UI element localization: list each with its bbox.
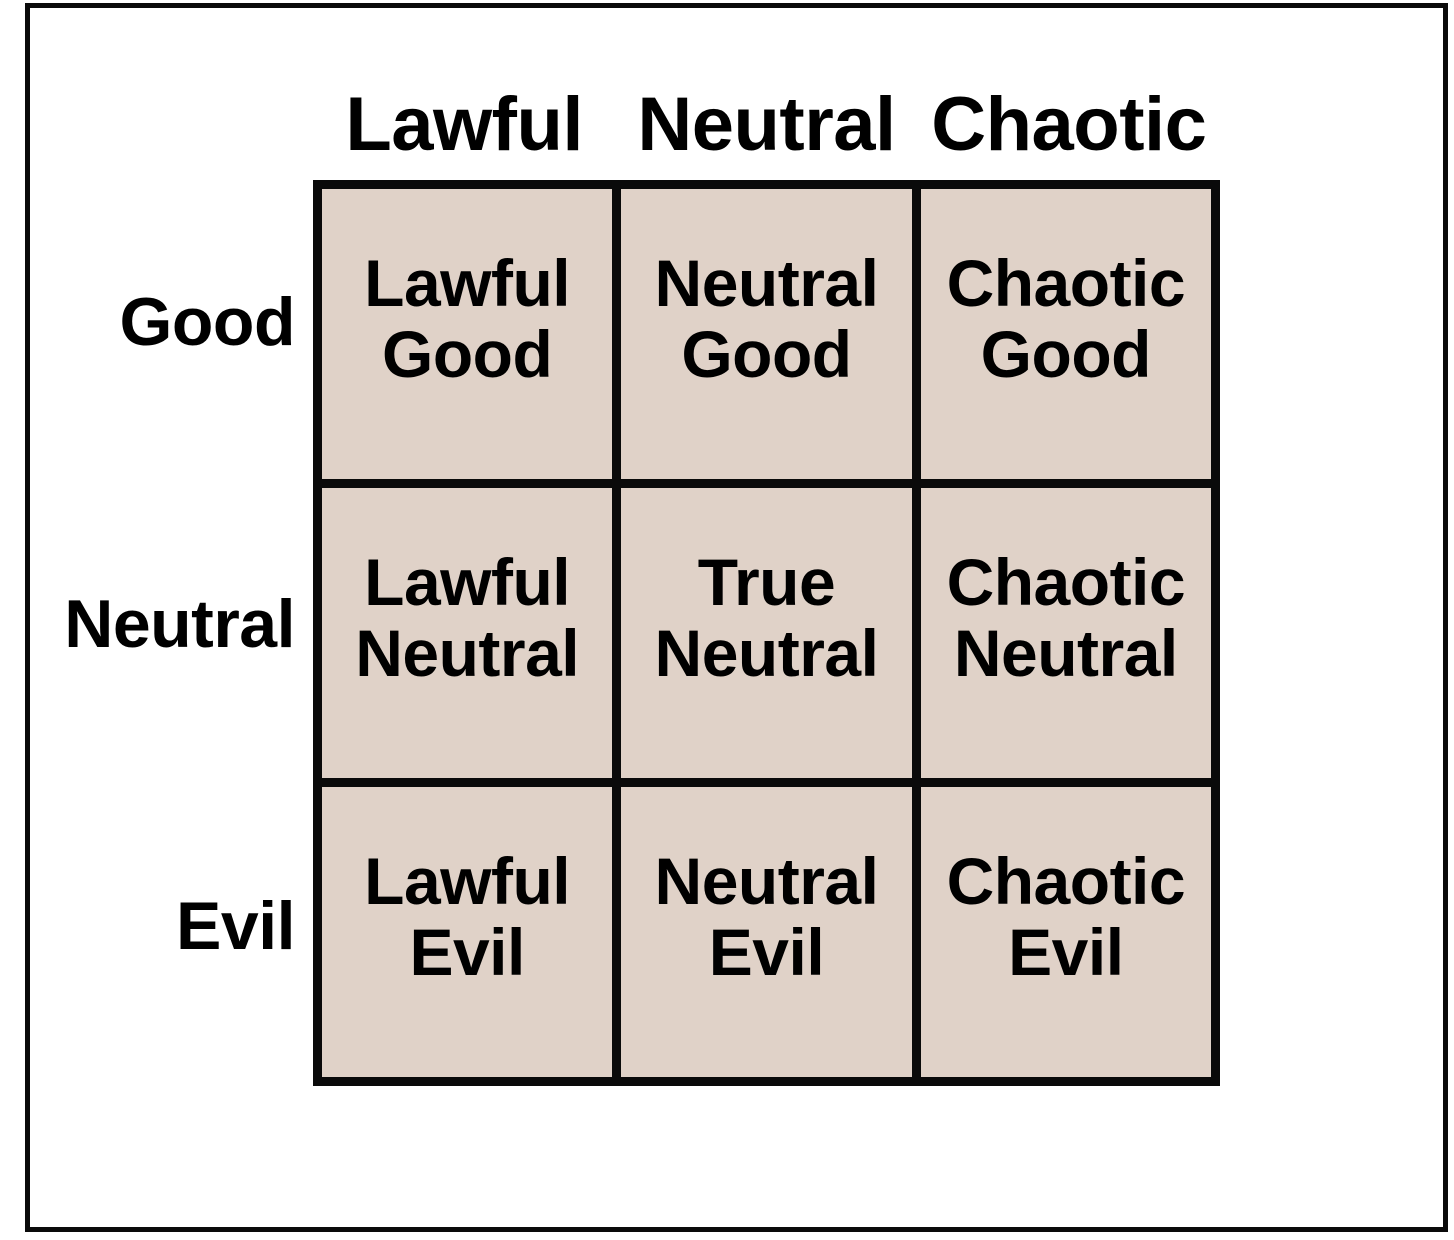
row-header-neutral-label: Neutral (64, 586, 295, 662)
alignment-cell-line-1: Lawful (364, 245, 571, 320)
alignment-cell-line-1: Chaotic (946, 544, 1186, 619)
row-header-good: Good (30, 180, 295, 482)
alignment-cell-line-1: True (697, 544, 836, 619)
alignment-cell-line-2: Evil (1008, 915, 1124, 989)
alignment-cell-line-2: Good (382, 317, 553, 391)
column-header-chaotic: Chaotic (918, 80, 1220, 170)
alignment-cell-line-2: Neutral (654, 616, 879, 690)
alignment-cell-lawful-evil: Lawful Evil (322, 787, 613, 1077)
row-header-evil: Evil (30, 784, 295, 1086)
alignment-cell-neutral-good: Neutral Good (621, 189, 912, 479)
alignment-cell-line-1: Neutral (654, 843, 879, 918)
alignment-cell-line-1: Chaotic (946, 245, 1186, 320)
alignment-cell-chaotic-evil: Chaotic Evil (920, 787, 1211, 1077)
column-header-row: Lawful Neutral Chaotic (313, 80, 1220, 170)
alignment-cell-chaotic-good: Chaotic Good (920, 189, 1211, 479)
alignment-cell-line-2: Neutral (953, 616, 1178, 690)
alignment-cell-line-1: Neutral (654, 245, 879, 320)
column-header-lawful: Lawful (313, 80, 615, 170)
row-header-good-label: Good (119, 284, 295, 360)
alignment-cell-line-1: Lawful (364, 544, 571, 619)
alignment-cell-line-1: Lawful (364, 843, 571, 918)
alignment-cell-chaotic-neutral: Chaotic Neutral (920, 488, 1211, 778)
column-header-chaotic-label: Chaotic (931, 82, 1207, 167)
alignment-cell-line-2: Neutral (355, 616, 580, 690)
alignment-cell-true-neutral: True Neutral (621, 488, 912, 778)
alignment-cell-line-1: Chaotic (946, 843, 1186, 918)
column-header-neutral-label: Neutral (637, 82, 896, 167)
alignment-grid: Lawful Good Neutral Good Chaotic Good La… (313, 180, 1220, 1086)
column-header-lawful-label: Lawful (345, 82, 583, 167)
alignment-cell-line-2: Good (980, 317, 1152, 391)
row-header-column: Good Neutral Evil (30, 180, 295, 1086)
row-header-evil-label: Evil (176, 888, 295, 964)
outer-frame-border: Lawful Neutral Chaotic Good Neutral Evil (25, 3, 1448, 1232)
alignment-cell-neutral-evil: Neutral Evil (621, 787, 912, 1077)
row-header-neutral: Neutral (30, 482, 295, 784)
alignment-cell-lawful-good: Lawful Good (322, 189, 613, 479)
alignment-cell-line-2: Good (681, 317, 852, 391)
alignment-cell-lawful-neutral: Lawful Neutral (322, 488, 613, 778)
alignment-cell-line-2: Evil (409, 915, 525, 989)
column-header-neutral: Neutral (615, 80, 917, 170)
alignment-cell-line-2: Evil (708, 915, 825, 989)
